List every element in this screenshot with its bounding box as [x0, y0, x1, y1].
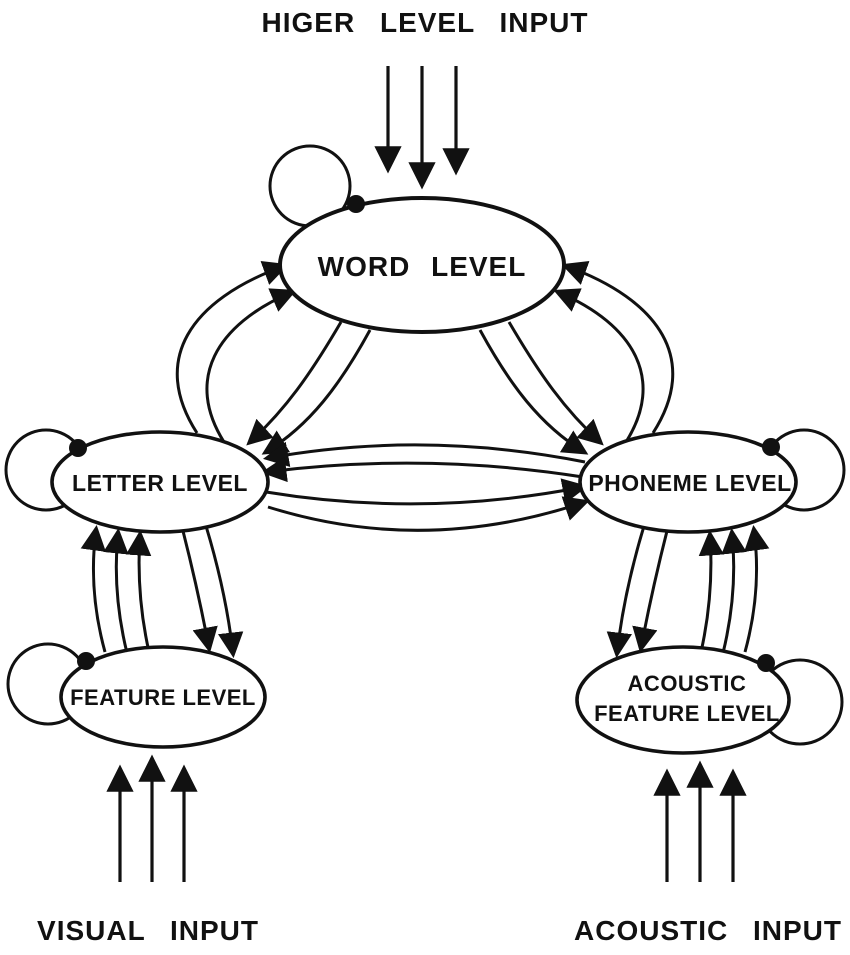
phoneme-to-word-arrow-2: [553, 288, 645, 443]
feature-to-letter-arrow-2: [103, 527, 129, 654]
letter-phoneme-connections: [260, 441, 590, 532]
phoneme-level-label: PHONEME LEVEL: [588, 470, 791, 496]
acoustic-to-phoneme-arrow-3: [743, 524, 770, 653]
visual-input-label: VISUAL INPUT: [37, 915, 259, 946]
feature-level-label: FEATURE LEVEL: [70, 685, 256, 710]
feature-letter-connections: [80, 524, 244, 659]
word-to-letter-arrow-1: [246, 321, 343, 446]
phoneme-to-acoustic-arrow-2: [606, 525, 646, 659]
word-phoneme-connections: [478, 260, 675, 455]
word-level-label: WORD LEVEL: [318, 251, 527, 282]
phoneme-loop-dot: [762, 438, 780, 456]
word-to-phoneme-arrow-1: [507, 321, 604, 446]
acoustic-feature-label-line1: ACOUSTIC: [628, 671, 747, 696]
phoneme-to-word-arrow-1: [561, 260, 675, 434]
node-phoneme-level: [578, 430, 798, 534]
phoneme-to-letter-arrow-1: [262, 441, 586, 467]
node-feature-level: [59, 645, 267, 749]
node-word-level: [278, 196, 566, 334]
word-loop-dot: [347, 195, 365, 213]
letter-to-feature-arrow-2: [204, 525, 244, 659]
letter-to-feature-arrow-1: [181, 530, 218, 654]
visual-input-arrows: [106, 754, 198, 882]
phoneme-to-acoustic-arrow-1: [632, 530, 669, 654]
higher-level-input-label: HIGER LEVEL INPUT: [262, 7, 589, 38]
acoustic-input-arrows: [653, 760, 747, 882]
letter-loop-dot: [69, 439, 87, 457]
letter-to-phoneme-arrow-1: [265, 478, 589, 506]
letter-to-word-arrow-2: [205, 288, 297, 443]
letter-to-word-arrow-1: [175, 260, 289, 434]
acoustic-to-phoneme-arrow-1: [698, 529, 725, 653]
feature-to-letter-arrow-3: [125, 529, 152, 653]
node-acoustic-feature-level: [575, 645, 791, 755]
letter-to-phoneme-arrow-2: [267, 496, 590, 532]
acoustic-feature-phoneme-connections: [606, 524, 770, 659]
letter-level-label: LETTER LEVEL: [72, 470, 248, 496]
phoneme-to-letter-arrow-2: [260, 456, 584, 483]
acoustic-loop-dot: [757, 654, 775, 672]
acoustic-to-phoneme-arrow-2: [721, 527, 747, 654]
acoustic-feature-label-line2: FEATURE LEVEL: [594, 701, 780, 726]
feature-to-letter-arrow-1: [80, 524, 107, 653]
node-letter-level: [50, 430, 270, 534]
feature-loop-dot: [77, 652, 95, 670]
word-to-phoneme-arrow-2: [478, 329, 589, 455]
word-to-letter-arrow-2: [261, 329, 372, 455]
acoustic-input-label: ACOUSTIC INPUT: [574, 915, 842, 946]
higher-level-input-arrows: [374, 66, 470, 190]
